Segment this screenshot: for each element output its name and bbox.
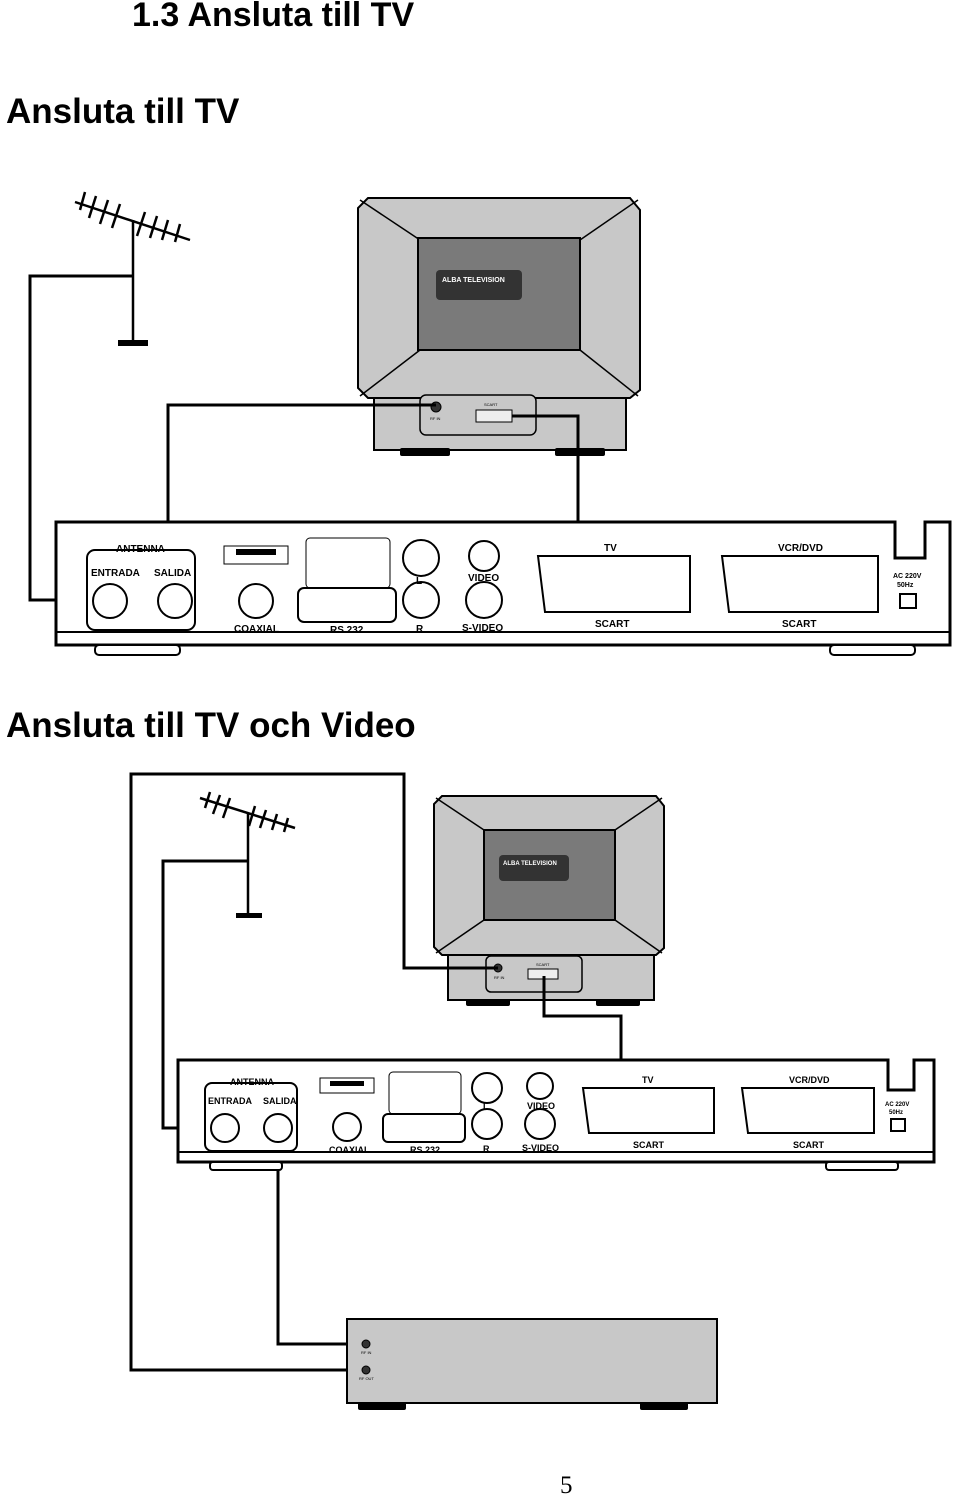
scart-vcr-caption: SCART	[793, 1140, 825, 1150]
vcr-rf-out-label: RF OUT	[359, 1376, 374, 1381]
tv-foot	[555, 448, 605, 456]
video-label: VIDEO	[468, 573, 499, 584]
audio-l-jack	[402, 539, 440, 577]
audio-r-jack	[471, 1108, 503, 1140]
salida-jack	[263, 1113, 293, 1143]
ac-label-line2: 50Hz	[889, 1110, 903, 1116]
scart-tv-label: TV	[604, 543, 617, 554]
scart-vcr-port	[740, 1087, 875, 1134]
tv-foot	[596, 999, 640, 1006]
coaxial-jack	[238, 583, 274, 619]
section-title-tv-video: Ansluta till TV och Video	[6, 706, 416, 745]
audio-l-label: L	[416, 576, 422, 587]
page-title: 1.3 Ansluta till TV	[132, 0, 415, 34]
tv-brand-badge	[436, 270, 522, 300]
tv-rf-label: RF IN	[494, 975, 505, 980]
tv-scart-label: SCART	[484, 402, 498, 407]
tv-brand-text: ALBA TELEVISION	[503, 861, 557, 867]
scart-tv-caption: SCART	[595, 619, 629, 630]
salida-label: SALIDA	[263, 1096, 297, 1106]
section-title-tv: Ansluta till TV	[6, 92, 240, 131]
tv-foot	[400, 448, 450, 456]
svideo-jack	[465, 581, 503, 619]
video-jack	[468, 540, 500, 572]
video-label: VIDEO	[527, 1101, 555, 1111]
power-socket	[890, 1118, 906, 1132]
power-socket	[899, 593, 917, 609]
tv-scart-label: SCART	[536, 962, 550, 967]
rs232-port	[297, 587, 397, 623]
rs232-port	[382, 1113, 466, 1143]
svideo-label: S-VIDEO	[462, 623, 503, 634]
entrada-label: ENTRADA	[91, 568, 140, 579]
entrada-jack	[210, 1113, 240, 1143]
tv-rf-label: RF IN	[430, 416, 441, 421]
ac-label-line1: AC 220V	[893, 573, 922, 580]
vcr-rf-out-jack	[361, 1365, 371, 1375]
rs232-label: RS 232	[330, 625, 364, 636]
audio-r-label: R	[416, 624, 424, 635]
video-jack	[526, 1072, 554, 1100]
antenna-icon	[199, 791, 296, 914]
scart-vcr-label: VCR/DVD	[789, 1075, 830, 1085]
tv-scart-jack	[475, 409, 513, 423]
audio-r-jack	[402, 581, 440, 619]
page-number: 5	[560, 1472, 573, 1499]
scart-tv-port	[536, 555, 691, 613]
ac-label-line1: AC 220V	[885, 1102, 909, 1108]
diagram-tv-connection: ALBA TELEVISION RF IN SCART ANTENNA ENTR…	[28, 191, 952, 656]
tv-brand-badge	[499, 855, 569, 881]
scart-tv-port	[581, 1087, 715, 1134]
spec-sticker	[388, 1071, 462, 1115]
coaxial-jack	[332, 1112, 362, 1142]
scart-tv-caption: SCART	[633, 1140, 665, 1150]
tv-brand-text: ALBA TELEVISION	[442, 277, 505, 284]
audio-l-jack	[471, 1072, 503, 1104]
svideo-label: S-VIDEO	[522, 1143, 559, 1153]
vcr-foot	[640, 1402, 688, 1410]
scart-vcr-port	[720, 555, 879, 613]
vcr-foot	[358, 1402, 406, 1410]
television: ALBA TELEVISION RF IN SCART	[357, 197, 641, 456]
antenna-icon	[74, 191, 191, 340]
vcr-rf-in-jack	[361, 1339, 371, 1349]
antenna-base	[118, 340, 148, 346]
antenna-label: ANTENNA	[116, 544, 165, 555]
scart-vcr-caption: SCART	[782, 619, 816, 630]
coaxial-label: COAXIAL	[329, 1145, 370, 1155]
entrada-label: ENTRADA	[208, 1096, 252, 1106]
vcr-rf-in-label: RF IN	[361, 1350, 372, 1355]
television: ALBA TELEVISION RF IN SCART	[433, 795, 665, 1006]
spec-sticker	[305, 537, 391, 589]
tv-foot	[466, 999, 510, 1006]
receiver-rear-panel: ANTENNA ENTRADA SALIDA COAXIAL RS 232 L …	[54, 520, 952, 656]
scart-vcr-label: VCR/DVD	[778, 543, 823, 554]
rs232-label: RS 232	[410, 1145, 440, 1155]
entrada-jack	[92, 583, 128, 619]
coaxial-label: COAXIAL	[234, 624, 279, 635]
audio-r-label: R	[483, 1144, 490, 1154]
salida-label: SALIDA	[154, 568, 191, 579]
ac-label-line2: 50Hz	[897, 582, 914, 589]
antenna-base	[236, 913, 262, 918]
audio-l-label: L	[483, 1102, 489, 1112]
receiver-rear-panel: ANTENNA ENTRADA SALIDA COAXIAL RS 232 L …	[176, 1058, 936, 1171]
diagram-tv-vcr-connection: ALBA TELEVISION RF IN SCART ANTENNA ENTR…	[129, 772, 936, 1410]
antenna-label: ANTENNA	[230, 1077, 274, 1087]
svideo-jack	[524, 1108, 556, 1140]
scart-tv-label: TV	[642, 1075, 654, 1085]
vcr-device: RF IN RF OUT	[346, 1318, 718, 1410]
salida-jack	[157, 583, 193, 619]
